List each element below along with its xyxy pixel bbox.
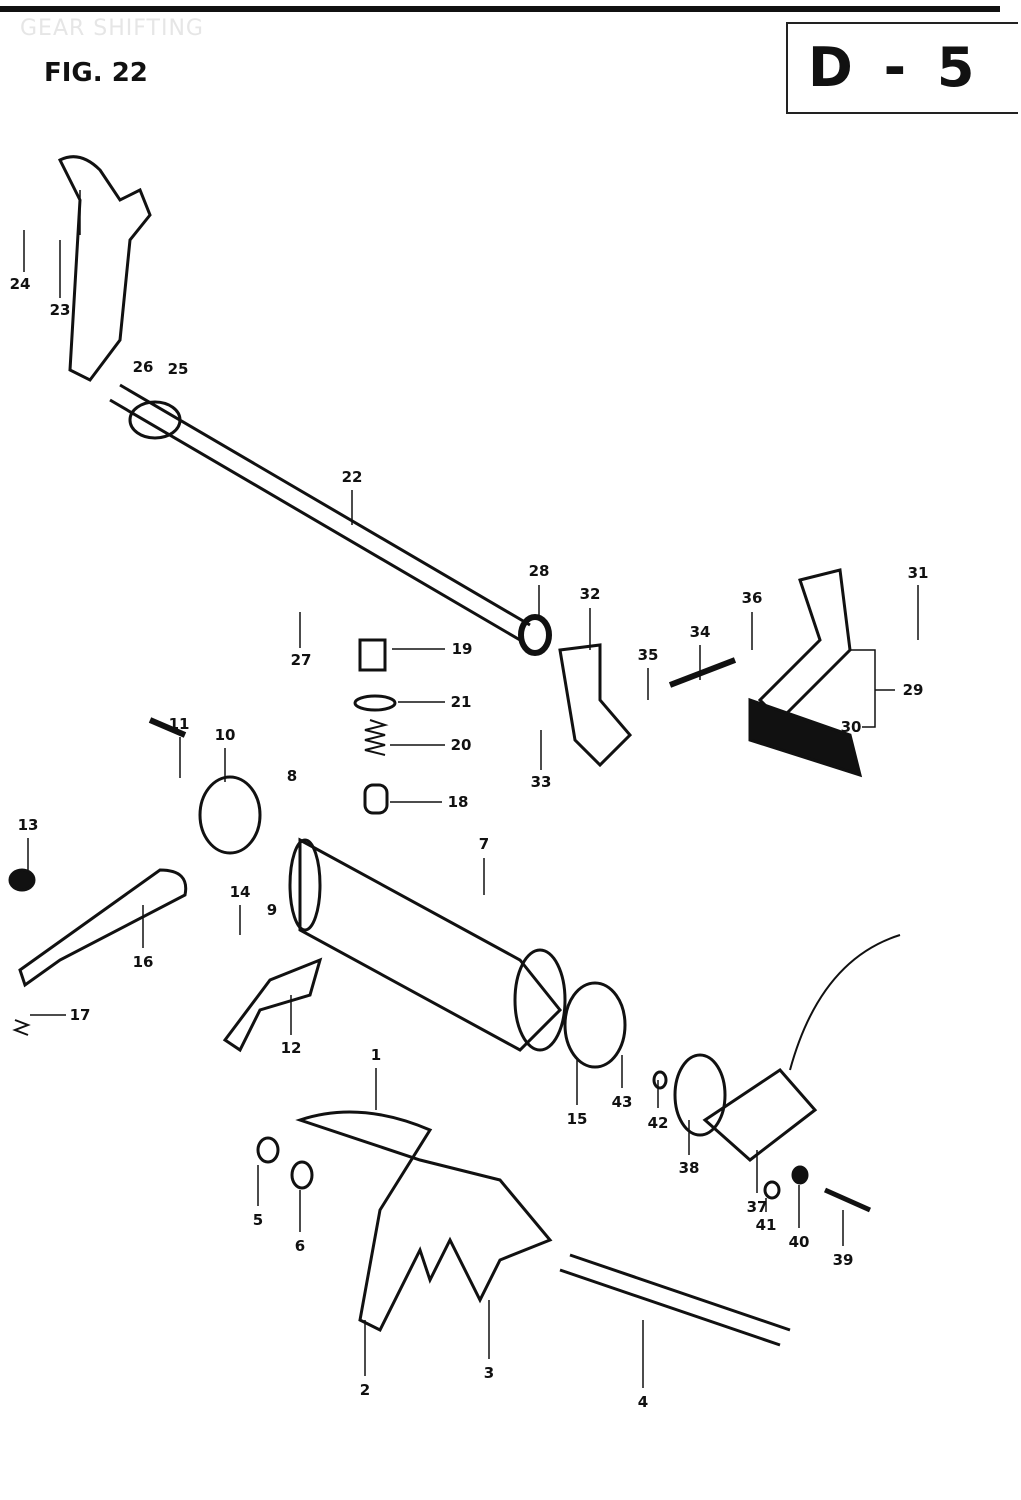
return-spring [12,1019,31,1036]
callout-11: 11 [168,715,190,733]
callout-3: 3 [483,1364,495,1382]
callout-32: 32 [579,585,601,603]
gearshift-shaft [57,155,552,656]
gearshift-lever [748,568,863,778]
callout-26: 26 [132,358,154,376]
callout-27: 27 [290,651,312,669]
figure-number: FIG. 22 [44,58,148,88]
gearshift-link-arm [558,643,633,768]
top-border [0,6,1000,12]
bolt-head [8,868,36,892]
callout-21: 21 [450,693,472,711]
plug-bolt [358,638,387,672]
section-box: D - 5 [786,22,1018,114]
callout-15: 15 [566,1110,588,1128]
callout-42: 42 [647,1114,669,1132]
callout-7: 7 [478,835,490,853]
screw [823,1187,872,1213]
callout-25: 25 [167,360,189,378]
stopper-pin [363,783,389,815]
callout-23: 23 [49,301,71,319]
spring [364,719,389,756]
neutral-switch [702,1068,818,1162]
callout-31: 31 [907,564,929,582]
callout-28: 28 [528,562,550,580]
callout-1: 1 [370,1046,382,1064]
gearshift-cam [288,837,627,1069]
callout-33: 33 [530,773,552,791]
callout-36: 36 [741,589,763,607]
washer [290,1160,314,1190]
gearshift-forks [295,1110,791,1347]
diagram-subtitle: GEAR SHIFTING [20,16,204,41]
callout-30: 30 [840,718,862,736]
callout-41: 41 [755,1216,777,1234]
o-ring [673,1053,727,1137]
callout-22: 22 [341,468,363,486]
stopper-lever [18,868,188,988]
contact [652,1070,668,1090]
callout-37: 37 [746,1198,768,1216]
switch-lead-wire [789,934,901,1071]
callout-5: 5 [252,1211,264,1229]
callout-39: 39 [832,1251,854,1269]
callout-19: 19 [451,640,473,658]
callout-4: 4 [637,1393,649,1411]
callout-40: 40 [788,1233,810,1251]
callout-8: 8 [286,767,298,785]
callout-2: 2 [359,1381,371,1399]
callout-29: 29 [902,681,924,699]
callout-43: 43 [611,1093,633,1111]
callout-16: 16 [132,953,154,971]
cam-stopper-plate [222,957,323,1053]
callout-35: 35 [637,646,659,664]
callout-12: 12 [280,1039,302,1057]
callout-38: 38 [678,1159,700,1177]
washer [763,1180,781,1200]
callout-13: 13 [17,816,39,834]
section-code: D - 5 [808,36,981,99]
washer [256,1136,280,1164]
callout-14: 14 [229,883,251,901]
callout-20: 20 [450,736,472,754]
bolt [148,717,187,738]
gasket [353,694,397,712]
leader-lines [23,190,919,1388]
callout-17: 17 [69,1006,91,1024]
nut [791,1165,809,1185]
callout-24: 24 [9,275,31,293]
callout-6: 6 [294,1237,306,1255]
cam-guide [198,775,262,855]
callout-18: 18 [447,793,469,811]
callout-10: 10 [214,726,236,744]
callout-34: 34 [689,623,711,641]
link-rod [668,657,737,688]
callout-9: 9 [266,901,278,919]
